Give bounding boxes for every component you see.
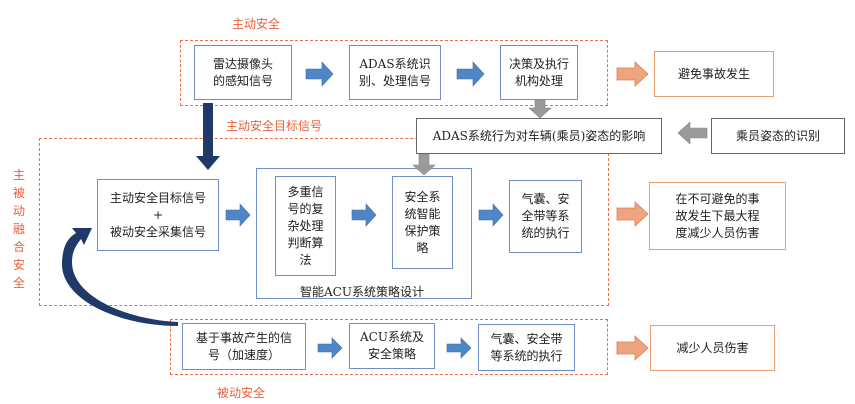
arrow-to-minimize-injury	[616, 201, 649, 227]
arrow-radar-to-adas	[305, 61, 334, 87]
arrow-acustrategy-to-execution	[446, 337, 472, 359]
node-multi-signal-algorithm: 多重信 号的复 杂处理 判断算 法	[275, 176, 336, 276]
arrow-posture-to-adas-impact	[677, 121, 708, 145]
node-adas-behavior-impact: ADAS系统行为对车辆(乘员)姿态的影响	[416, 118, 662, 154]
node-decision-execution: 决策及执行 机构处理	[500, 45, 578, 100]
node-avoid-accident: 避免事故发生	[654, 51, 774, 97]
fusion-safety-label: 主被动融合安全	[12, 168, 25, 290]
arrow-passive-to-combined-curve	[61, 228, 178, 326]
arrow-adas-to-decision	[456, 61, 485, 87]
arrow-crash-to-acu	[317, 337, 343, 359]
arrow-to-reduce-injury	[616, 335, 649, 361]
active-safety-label: 主动安全	[232, 17, 281, 31]
node-occupant-posture: 乘员姿态的识别	[711, 118, 845, 154]
acu-design-label: 智能ACU系统策略设计	[300, 285, 424, 299]
node-reduce-injury: 减少人员伤害	[650, 325, 775, 371]
node-acu-strategy: ACU系统及 安全策略	[349, 323, 435, 369]
node-adas-recognition: ADAS系统识 别、处理信号	[349, 45, 441, 100]
node-crash-signal: 基于事故产生的信 号（加速度）	[182, 323, 306, 370]
arrow-active-target-down	[196, 103, 220, 170]
arrow-combined-to-algorithm	[225, 203, 251, 227]
node-combined-signal: 主动安全目标信号 + 被动安全采集信号	[97, 179, 219, 251]
arrow-acu-to-execution	[478, 203, 504, 227]
node-radar-camera: 雷达摄像头 的感知信号	[194, 45, 292, 100]
arrow-to-avoid-accident	[616, 61, 649, 87]
passive-safety-group	[170, 319, 608, 375]
passive-safety-label: 被动安全	[217, 386, 266, 400]
arrow-decision-to-adas-impact	[528, 96, 552, 119]
node-minimize-injury: 在不可避免的事 故发生下最大程 度减少人员伤害	[649, 182, 786, 250]
arrow-algorithm-to-strategy	[351, 203, 377, 227]
node-safety-protection-strategy: 安全系 统智能 保护策 略	[392, 176, 453, 269]
arrow-adas-impact-to-strategy	[412, 153, 436, 176]
fusion-safety-group	[39, 138, 609, 306]
node-airbag-belt-execution-fusion: 气囊、安 全带等系 统的执行	[509, 180, 582, 253]
active-target-signal-label: 主动安全目标信号	[226, 119, 323, 133]
node-airbag-belt-execution-passive: 气囊、安全带 等系统的执行	[478, 324, 575, 371]
active-safety-group	[180, 40, 608, 106]
